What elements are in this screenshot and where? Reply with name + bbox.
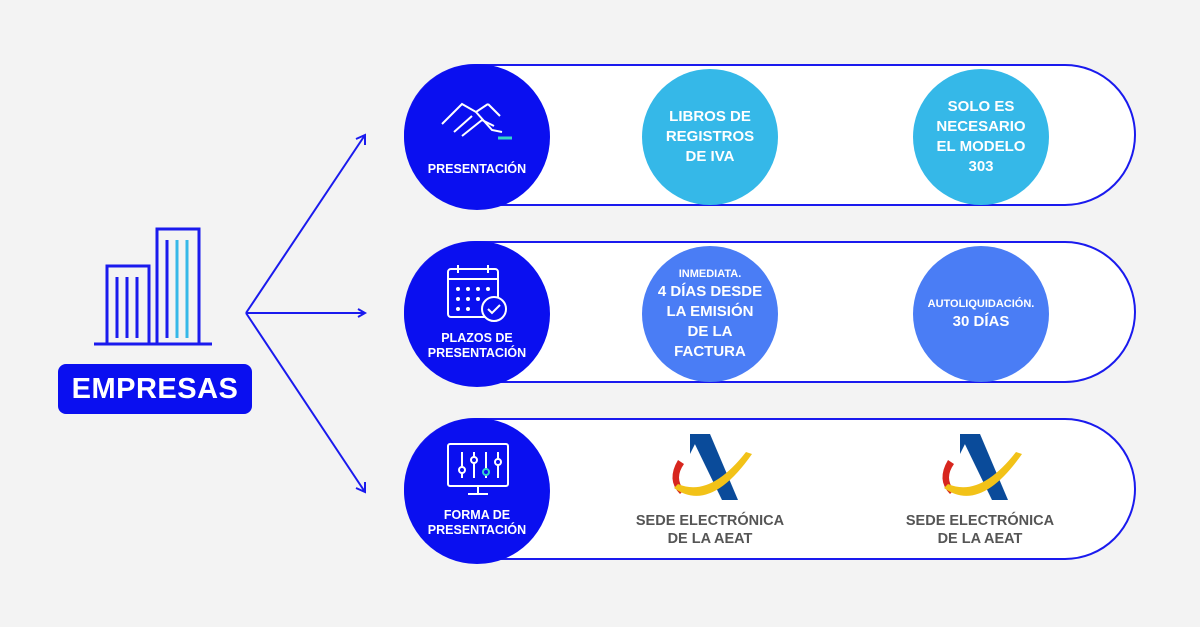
calendar-check-icon xyxy=(447,265,507,322)
bubble-autoliquidacion: AUTOLIQUIDACIÓN. 30 DÍAS xyxy=(913,246,1049,382)
row-label: FORMA DE PRESENTACIÓN xyxy=(404,508,550,538)
bubble-modelo-303: SOLO ES NECESARIO EL MODELO 303 xyxy=(913,69,1049,205)
bubble-line: DE LA xyxy=(687,323,733,340)
row-label-line: PRESENTACIÓN xyxy=(427,523,527,537)
bubble-line: FACTURA xyxy=(674,343,746,360)
row-label: PRESENTACIÓN xyxy=(404,162,550,177)
row-label-line: PRESENTACIÓN xyxy=(427,162,527,176)
building-icon xyxy=(94,227,212,346)
empresas-badge: EMPRESAS xyxy=(58,364,252,414)
bubble-small-line: INMEDIATA. xyxy=(678,268,742,280)
row-head-forma: FORMA DE PRESENTACIÓN xyxy=(404,418,550,564)
branch-arrows xyxy=(245,133,368,494)
empresas-label: EMPRESAS xyxy=(71,372,239,405)
row-label-line: FORMA DE xyxy=(443,508,511,522)
bubble-line: SOLO ES xyxy=(947,98,1015,115)
bubble-line: NECESARIO xyxy=(936,118,1026,135)
aeat-cell: SEDE ELECTRÓNICA DE LA AEAT xyxy=(620,432,800,552)
bubble-line: EL MODELO xyxy=(936,138,1026,155)
row-label-line: PLAZOS DE xyxy=(441,331,513,345)
row-label: PLAZOS DE PRESENTACIÓN xyxy=(404,331,550,361)
row-plazos: PLAZOS DE PRESENTACIÓN INMEDIATA. 4 DÍAS… xyxy=(404,241,1136,387)
aeat-cell: SEDE ELECTRÓNICA DE LA AEAT xyxy=(890,432,1070,552)
logo-caption-line: DE LA AEAT xyxy=(667,531,753,547)
aeat-logo-icon xyxy=(672,434,752,500)
bubble-line: DE IVA xyxy=(685,148,735,165)
aeat-logo-icon xyxy=(942,434,1022,500)
logo-caption-line: SEDE ELECTRÓNICA xyxy=(635,513,785,529)
hand-writing-icon xyxy=(441,102,512,140)
row-presentacion: PRESENTACIÓN LIBROS DE REGISTROS DE IVA … xyxy=(404,64,1136,210)
bubble-line: 303 xyxy=(968,158,994,175)
row-forma: FORMA DE PRESENTACIÓN SEDE ELECTRÓNICA D… xyxy=(404,418,1136,564)
bubble-line: 30 DÍAS xyxy=(952,313,1010,330)
row-label-line: PRESENTACIÓN xyxy=(427,346,527,360)
sliders-monitor-icon xyxy=(447,443,509,495)
row-head-presentacion: PRESENTACIÓN xyxy=(404,64,550,210)
bubble-line: LA EMISIÓN xyxy=(666,303,754,320)
bubble-small-line: AUTOLIQUIDACIÓN. xyxy=(927,298,1035,310)
bubble-line: REGISTROS xyxy=(665,128,755,145)
bubble-line: 4 DÍAS DESDE xyxy=(657,283,763,300)
logo-caption-line: SEDE ELECTRÓNICA xyxy=(905,513,1055,529)
bubble-line: LIBROS DE xyxy=(669,108,751,125)
bubble-inmediata: INMEDIATA. 4 DÍAS DESDE LA EMISIÓN DE LA… xyxy=(642,246,778,382)
logo-caption-line: DE LA AEAT xyxy=(937,531,1023,547)
bubble-libros: LIBROS DE REGISTROS DE IVA xyxy=(642,69,778,205)
row-head-plazos: PLAZOS DE PRESENTACIÓN xyxy=(404,241,550,387)
